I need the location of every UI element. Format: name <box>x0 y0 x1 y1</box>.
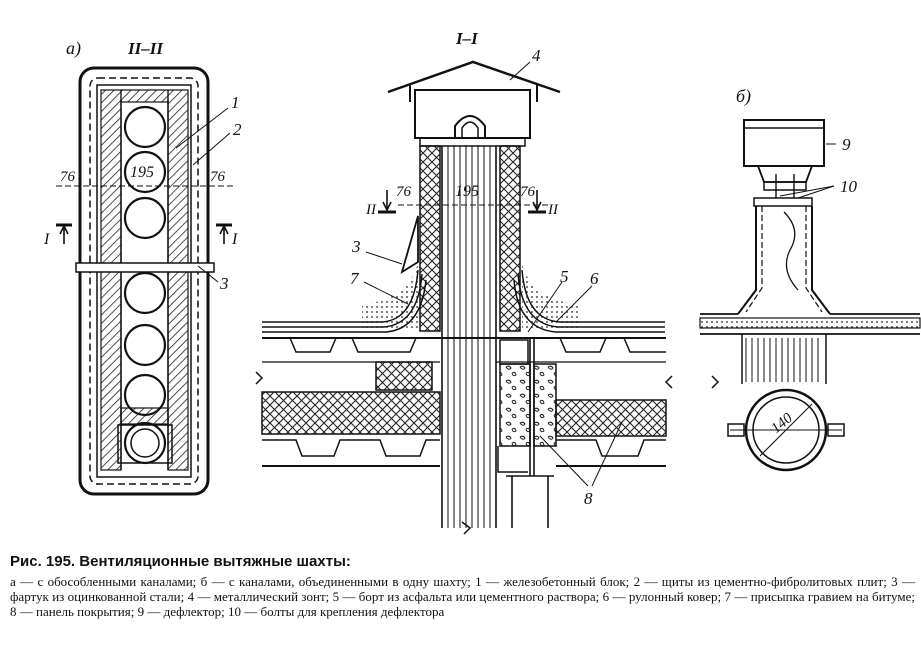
label-7: 7 <box>350 269 360 288</box>
section-2-title: II–II <box>127 39 164 58</box>
dim-140: 140 <box>768 410 796 437</box>
label-8: 8 <box>584 489 593 508</box>
section-1-elevation <box>255 60 673 535</box>
dim-76-left-section-1: 76 <box>396 184 412 200</box>
label-3-view-a: 3 <box>219 274 229 293</box>
cut-2-right: II <box>547 202 559 218</box>
dim-76-left-view-a: 76 <box>60 169 76 185</box>
label-2-view-a: 2 <box>233 120 242 139</box>
label-9: 9 <box>842 135 851 154</box>
label-6: 6 <box>590 269 599 288</box>
section-1-title: I–I <box>455 29 479 48</box>
view-b-label: б) <box>736 86 751 107</box>
label-10: 10 <box>840 177 858 196</box>
caption-title: Рис. 195. Вентиляционные вытяжные шахты: <box>10 553 351 570</box>
label-3-section-1: 3 <box>351 237 361 256</box>
cut-1-right-view-a: I <box>231 231 238 248</box>
label-1-view-a: 1 <box>231 93 240 112</box>
dim-195-view-a: 195 <box>130 164 154 181</box>
label-4: 4 <box>532 46 541 65</box>
dim-76-right-view-a: 76 <box>210 169 226 185</box>
cut-2-left: II <box>365 202 377 218</box>
dim-76-right-section-1: 76 <box>520 184 536 200</box>
dim-195-section-1: 195 <box>455 183 479 200</box>
view-a-plan-section <box>56 66 236 496</box>
figure-caption: Рис. 195. Вентиляционные вытяжные шахты:… <box>10 554 915 619</box>
cut-1-left-view-a: I <box>43 231 50 248</box>
ventilation-shaft-drawing: а) II–II 1 2 3 76 195 76 I I <box>43 29 921 535</box>
caption-legend: а — с обособленными каналами; б — с кана… <box>10 574 915 619</box>
view-a-label: а) <box>66 38 81 59</box>
label-5: 5 <box>560 267 569 286</box>
view-b-combined-shaft <box>699 119 921 472</box>
